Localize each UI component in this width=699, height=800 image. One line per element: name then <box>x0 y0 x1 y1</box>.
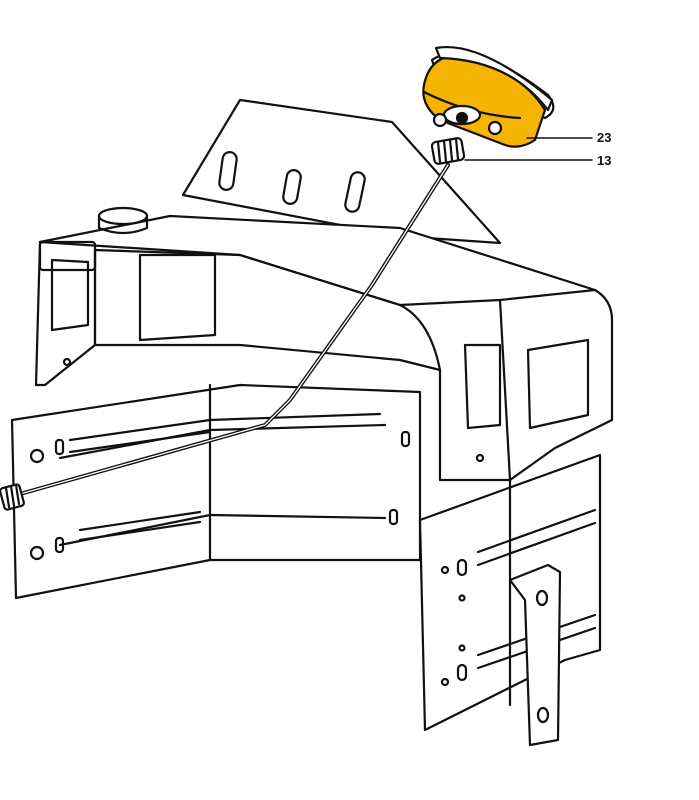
bracket <box>508 563 562 747</box>
callout-label-23: 23 <box>597 130 612 145</box>
speedometer-cable <box>0 163 450 511</box>
gauge-part-23 <box>422 46 555 148</box>
cable-nut-part-13 <box>430 137 466 165</box>
lower-left-panel <box>10 383 422 600</box>
housing <box>34 206 614 482</box>
lower-right-panel <box>418 453 602 732</box>
callout-label-13: 13 <box>597 153 612 168</box>
